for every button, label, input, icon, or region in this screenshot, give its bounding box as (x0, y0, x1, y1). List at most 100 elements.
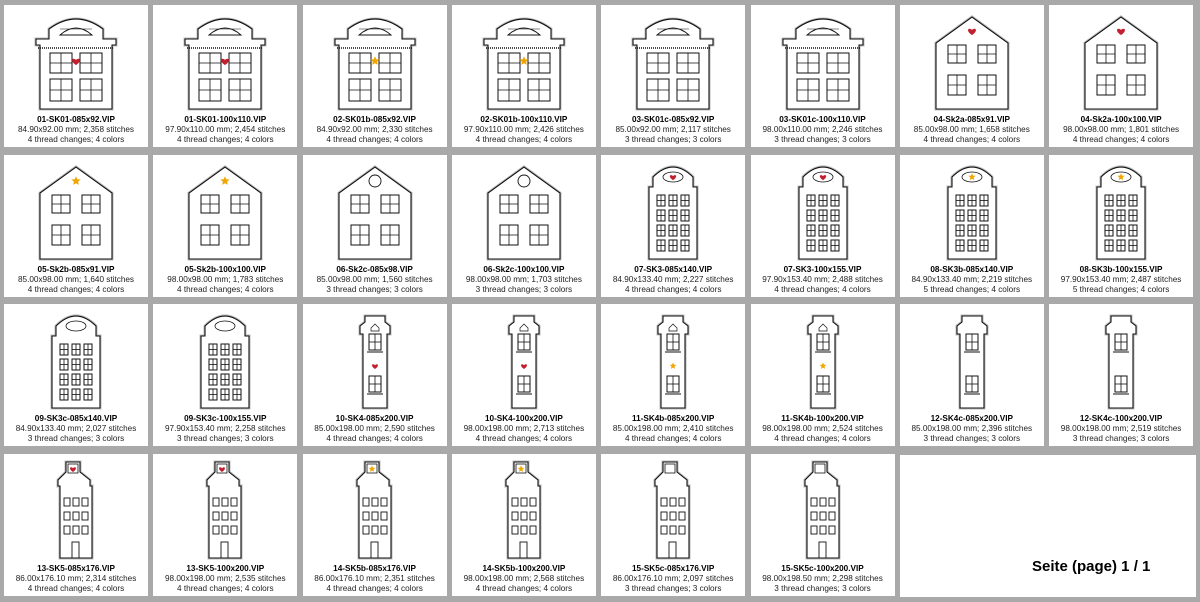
design-size: 85.00x98.00 mm; 1,560 stitches (316, 274, 433, 284)
design-size: 98.00x98.00 mm; 1,783 stitches (167, 274, 284, 284)
house-preview (38, 164, 114, 260)
design-size: 85.00x98.00 mm; 1,658 stitches (913, 125, 1030, 134)
design-size: 86.00x176.10 mm; 2,097 stitches (612, 573, 734, 583)
file-name: 10-SK4-100x200.VIP (484, 414, 563, 423)
star-icon (519, 56, 529, 65)
thread-changes: 4 thread changes; 4 colors (475, 135, 573, 144)
thread-changes: 3 thread changes; 3 colors (475, 284, 573, 294)
thread-changes: 4 thread changes; 4 colors (177, 135, 274, 144)
file-name: 04-Sk2a-085x91.VIP (933, 115, 1011, 124)
thread-changes: 4 thread changes; 4 colors (475, 434, 573, 443)
design-size: 85.00x98.00 mm; 1,640 stitches (17, 274, 135, 284)
house-preview (806, 314, 839, 410)
house-preview (333, 17, 417, 111)
file-name: 15-SK5c-085x176.VIP (631, 563, 715, 573)
house-preview (781, 17, 864, 111)
design-size: 98.00x198.00 mm; 2,524 stitches (762, 424, 883, 433)
design-size: 98.00x110.00 mm; 2,246 stitches (762, 125, 883, 134)
star-icon (1117, 172, 1125, 180)
house-preview (486, 164, 562, 260)
star-icon (968, 172, 976, 180)
design-size: 84.90x92.00 mm; 2,358 stitches (17, 125, 135, 134)
thread-changes: 4 thread changes; 4 colors (774, 434, 871, 443)
file-name: 11-SK4b-085x200.VIP (631, 414, 715, 423)
design-size: 98.00x198.00 mm; 2,535 stitches (164, 573, 286, 583)
design-size: 98.00x198.00 mm; 2,519 stitches (1060, 424, 1182, 433)
thread-changes: 3 thread changes; 3 colors (774, 583, 871, 593)
thread-changes: 3 thread changes; 3 colors (624, 135, 722, 144)
house-preview (337, 164, 413, 260)
thread-changes: 3 thread changes; 3 colors (624, 583, 722, 593)
heart-icon (221, 58, 230, 65)
file-name: 08-SK3b-100x155.VIP (1079, 264, 1163, 274)
design-size: 85.00x198.00 mm; 2,396 stitches (911, 424, 1033, 433)
empty-area (900, 455, 1196, 597)
design-size: 97.90x153.40 mm; 2,488 stitches (762, 274, 883, 284)
file-name: 01-SK01-085x92.VIP (37, 115, 115, 124)
file-name: 12-SK4c-085x200.VIP (930, 414, 1013, 423)
heart-icon (819, 174, 826, 180)
file-name: 12-SK4c-100x200.VIP (1079, 414, 1163, 423)
thread-changes: 3 thread changes; 3 colors (1072, 434, 1170, 443)
house-preview (1104, 314, 1138, 410)
star-icon (819, 362, 826, 369)
thread-changes: 5 thread changes; 4 colors (923, 284, 1021, 294)
file-name: 03-SK01c-100x110.VIP (779, 115, 866, 124)
house-preview (631, 17, 715, 111)
house-preview (1095, 165, 1147, 260)
heart-icon (371, 364, 378, 369)
house-preview (656, 314, 690, 410)
heart-icon (520, 364, 527, 369)
file-name: 01-SK01-100x110.VIP (184, 115, 267, 124)
star-icon (517, 464, 525, 472)
house-preview (955, 314, 989, 410)
house-preview (355, 460, 393, 559)
design-size: 85.00x198.00 mm; 2,590 stitches (314, 424, 435, 433)
thread-changes: 4 thread changes; 4 colors (774, 284, 871, 294)
file-name: 02-SK01b-085x92.VIP (333, 115, 417, 124)
house-preview (205, 460, 243, 559)
star-icon (369, 56, 380, 65)
